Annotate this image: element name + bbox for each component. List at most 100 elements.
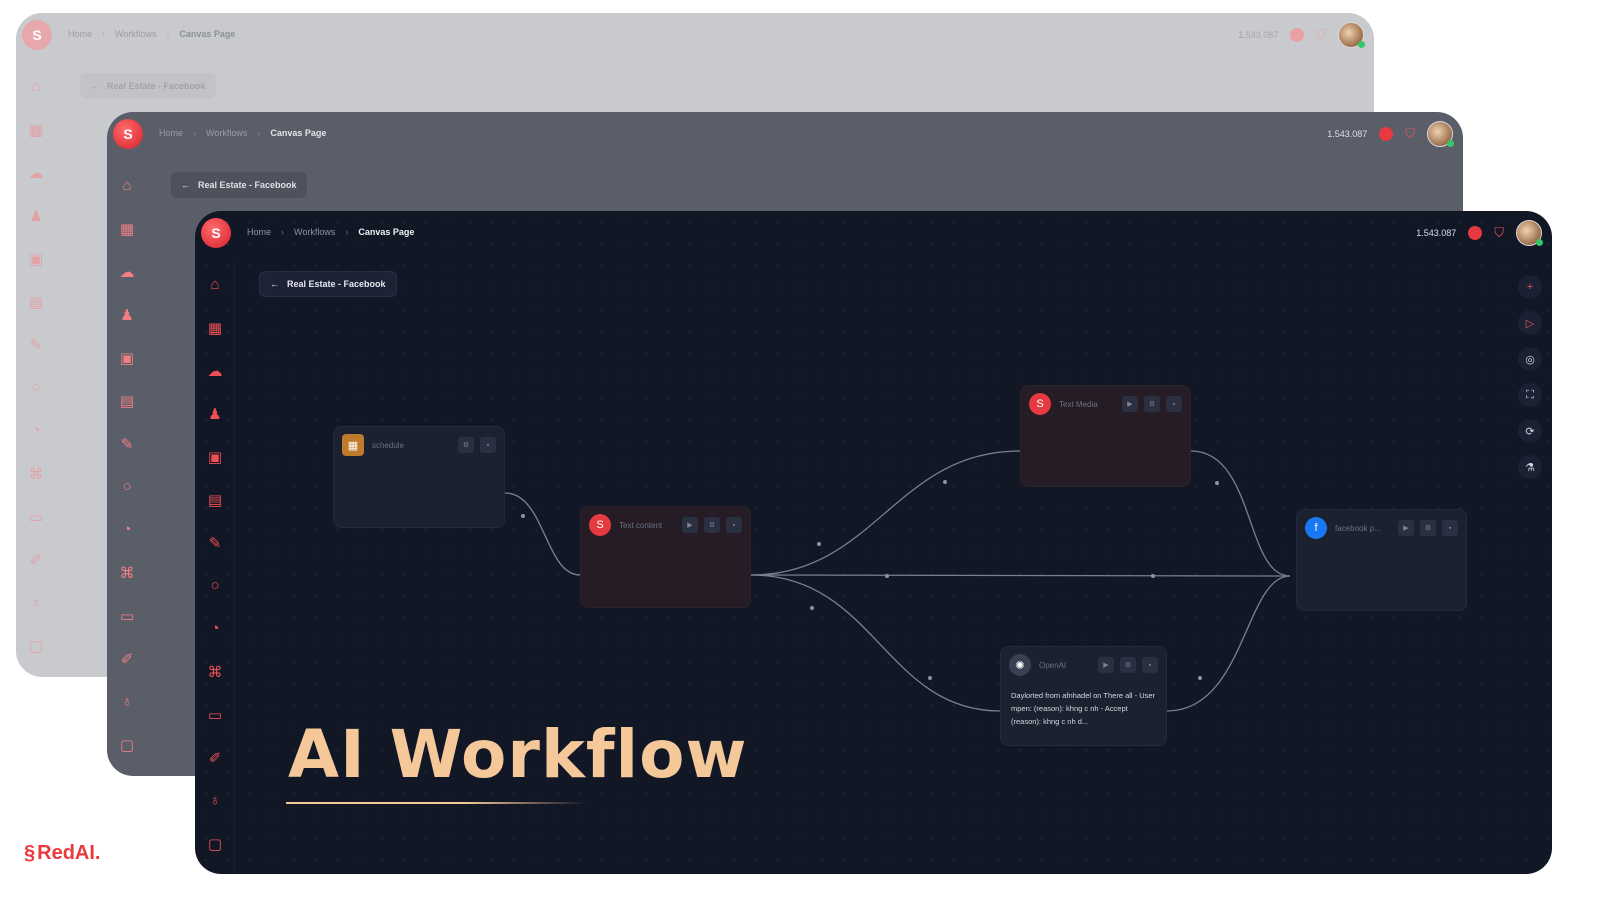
app-logo[interactable]: S (113, 119, 143, 149)
edit-icon[interactable]: ✐ (29, 551, 43, 569)
breadcrumb-workflows[interactable]: Workflows (294, 227, 336, 237)
breadcrumb-home[interactable]: Home (247, 227, 272, 237)
workflow-name-chip[interactable]: ← Real Estate - Facebook (259, 271, 397, 297)
cart-icon[interactable]: ⛉ (1316, 27, 1326, 42)
play-icon[interactable]: ▶ (1398, 520, 1414, 536)
cloud-icon[interactable]: ☁ (28, 164, 44, 182)
chevron-right-icon: › (257, 128, 261, 138)
app-logo[interactable]: S (22, 20, 52, 50)
coin-icon[interactable] (1379, 127, 1394, 141)
play-icon[interactable]: ▶ (1098, 657, 1114, 673)
workflow-name-chip[interactable]: ← Real Estate - Facebook (171, 172, 307, 198)
box-icon[interactable]: ▭ (207, 706, 223, 724)
cloud-icon[interactable]: ☁ (207, 362, 223, 380)
avatar[interactable] (1338, 22, 1365, 48)
play-icon[interactable]: ▶ (682, 517, 698, 533)
node-label: OpenAI (1039, 660, 1067, 670)
message-icon[interactable]: ○ (31, 379, 41, 396)
chat-icon[interactable]: ✎ (208, 534, 222, 552)
chart-icon[interactable]: ◔ (31, 422, 41, 439)
coin-icon[interactable] (1290, 28, 1305, 42)
cart-icon[interactable]: ⛉ (1494, 225, 1504, 240)
team-icon[interactable]: ♟ (29, 207, 43, 225)
header-right: 1.543.087 ⛉ (1327, 121, 1454, 147)
node-header: ✺ OpenAI ▶ ⚙ ▪ (1001, 647, 1166, 683)
award-icon[interactable]: ♁ (30, 594, 42, 611)
breadcrumb-workflows[interactable]: Workflows (206, 128, 248, 138)
edit-icon[interactable]: ✐ (208, 749, 222, 767)
image-icon[interactable]: ▣ (207, 448, 223, 466)
node-schedule[interactable]: ▦ schedule ⚙ ▪ (333, 426, 505, 528)
breadcrumb-home[interactable]: Home (159, 128, 184, 138)
shop-icon[interactable]: ⌘ (119, 564, 135, 582)
breadcrumb-workflows[interactable]: Workflows (115, 29, 157, 39)
redai-logo-icon: S (1029, 393, 1051, 415)
gamepad-icon[interactable]: ◎ (1518, 347, 1542, 371)
home-icon[interactable]: ⌂ (210, 276, 220, 293)
edit-icon[interactable]: ✐ (120, 650, 134, 668)
calendar-icon[interactable]: ▤ (28, 293, 44, 311)
app-logo[interactable]: S (201, 218, 231, 248)
delete-icon[interactable]: ▪ (480, 437, 496, 453)
calendar-icon[interactable]: ▤ (207, 491, 223, 509)
link-icon[interactable]: ⟳ (1518, 419, 1542, 443)
flask-icon[interactable]: ⚗ (1518, 455, 1542, 479)
settings-icon[interactable]: ⚙ (1420, 520, 1436, 536)
settings-icon[interactable]: ⚙ (704, 517, 720, 533)
play-icon[interactable]: ▷ (1518, 311, 1542, 335)
node-actions: ▶ ⚙ ▪ (1098, 657, 1158, 673)
image-icon[interactable]: ▣ (119, 349, 135, 367)
delete-icon[interactable]: ▪ (726, 517, 742, 533)
breadcrumb-home[interactable]: Home (68, 29, 93, 39)
dashboard-icon[interactable]: ▦ (28, 121, 44, 139)
edge-text-media (750, 450, 1021, 576)
settings-icon[interactable]: ⚙ (1144, 396, 1160, 412)
home-icon[interactable]: ⌂ (122, 177, 132, 194)
delete-icon[interactable]: ▪ (1142, 657, 1158, 673)
delete-icon[interactable]: ▪ (1442, 520, 1458, 536)
node-text-media[interactable]: S Text Media ▶ ⚙ ▪ (1020, 385, 1191, 487)
node-text-content[interactable]: S Text content ▶ ⚙ ▪ (580, 506, 751, 608)
delete-icon[interactable]: ▪ (1166, 396, 1182, 412)
box-icon[interactable]: ▭ (28, 508, 44, 526)
cart-icon[interactable]: ⛉ (1405, 126, 1415, 141)
shop-icon[interactable]: ⌘ (207, 663, 223, 681)
team-icon[interactable]: ♟ (120, 306, 134, 324)
message-icon[interactable]: ○ (210, 577, 220, 594)
message-icon[interactable]: ○ (122, 478, 132, 495)
chat-icon[interactable]: ✎ (29, 336, 43, 354)
fullscreen-icon[interactable]: ⛶ (1518, 383, 1542, 407)
cloud-icon[interactable]: ☁ (119, 263, 135, 281)
openai-icon: ✺ (1009, 654, 1031, 676)
chat-icon[interactable]: ✎ (120, 435, 134, 453)
wallet-icon[interactable]: ▢ (28, 637, 44, 655)
box-icon[interactable]: ▭ (119, 607, 135, 625)
wallet-icon[interactable]: ▢ (207, 835, 223, 853)
avatar[interactable] (1516, 220, 1543, 246)
image-icon[interactable]: ▣ (28, 250, 44, 268)
calendar-icon[interactable]: ▤ (119, 392, 135, 410)
chart-icon[interactable]: ◔ (210, 620, 220, 637)
shop-icon[interactable]: ⌘ (28, 465, 44, 483)
node-header: S Text content ▶ ⚙ ▪ (581, 507, 750, 543)
settings-icon[interactable]: ⚙ (458, 437, 474, 453)
avatar[interactable] (1427, 121, 1454, 147)
play-icon[interactable]: ▶ (1122, 396, 1138, 412)
dashboard-icon[interactable]: ▦ (119, 220, 135, 238)
plus-icon[interactable]: + (1518, 275, 1542, 299)
edge-openai-facebook (1166, 575, 1291, 712)
credits-count: 1.543.087 (1327, 129, 1368, 139)
award-icon[interactable]: ♁ (209, 792, 221, 809)
settings-icon[interactable]: ⚙ (1120, 657, 1136, 673)
home-icon[interactable]: ⌂ (31, 78, 41, 95)
node-facebook[interactable]: f facebook p... ▶ ⚙ ▪ (1296, 509, 1467, 611)
dashboard-icon[interactable]: ▦ (207, 319, 223, 337)
wallet-icon[interactable]: ▢ (119, 736, 135, 754)
arrow-left-icon: ← (90, 81, 99, 91)
award-icon[interactable]: ♁ (121, 693, 133, 710)
coin-icon[interactable] (1468, 226, 1483, 240)
workflow-name-chip[interactable]: ← Real Estate - Facebook (80, 73, 216, 99)
chart-icon[interactable]: ◔ (122, 521, 132, 538)
team-icon[interactable]: ♟ (208, 405, 222, 423)
node-openai[interactable]: ✺ OpenAI ▶ ⚙ ▪ Daylorted from afnhadel o… (1000, 646, 1167, 746)
